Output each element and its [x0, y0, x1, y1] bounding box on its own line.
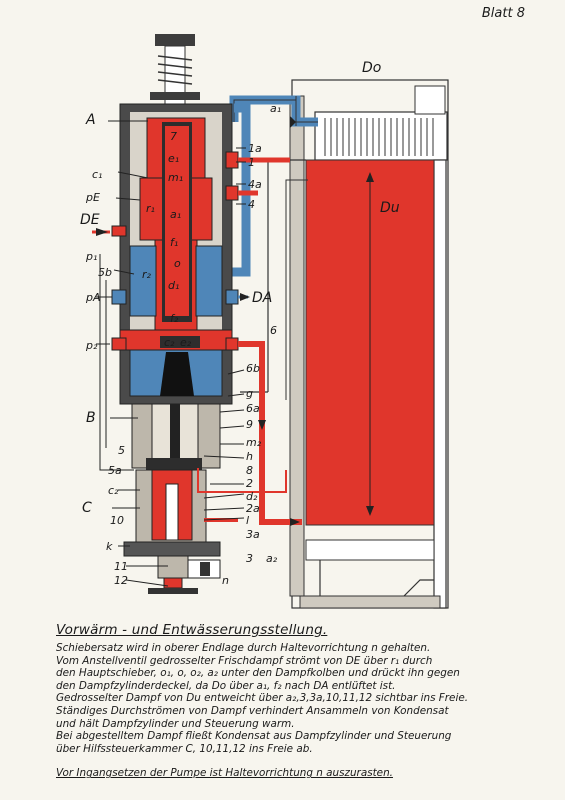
label-f1: f₁: [170, 236, 178, 249]
label-h: h: [246, 450, 253, 463]
pump-control-diagram: A c₁ pE DE p₁ 5b pA p₂ B 5 5a c₂ C 10 k …: [80, 34, 449, 609]
label-C: C: [82, 500, 92, 516]
label-Du: Du: [380, 200, 400, 216]
label-d1: d₁: [168, 279, 179, 292]
label-DA: DA: [252, 290, 272, 306]
diagram-labels: A c₁ pE DE p₁ 5b pA p₂ B 5 5a c₂ C 10 k …: [80, 60, 400, 587]
label-p2: p₂: [85, 339, 98, 352]
label-e1: e₁: [168, 152, 179, 165]
label-f2: f₂: [170, 312, 179, 325]
label-6: 6: [270, 324, 277, 337]
valve-body: [111, 34, 239, 594]
label-pE: pE: [85, 191, 100, 204]
flow-arrows: [96, 116, 300, 526]
steam-lines: [92, 157, 302, 525]
label-m2: m₂: [246, 436, 262, 449]
caption: Vorwärm - und Entwässerungsstellung. Sch…: [56, 622, 526, 780]
exhaust-channels: [222, 95, 318, 400]
label-11: 11: [114, 560, 128, 573]
label-5: 5: [118, 444, 125, 457]
label-2a: 2a: [246, 502, 260, 515]
label-6a: 6a: [246, 402, 260, 415]
caption-line: und hält Dampfzylinder und Steuerung war…: [56, 717, 295, 730]
label-9: 9: [246, 418, 253, 431]
label-r1: r₁: [146, 202, 155, 215]
caption-title: Vorwärm - und Entwässerungsstellung.: [56, 622, 328, 638]
label-B: B: [86, 410, 96, 426]
label-p1: p₁: [85, 250, 97, 263]
label-4: 4: [248, 198, 255, 211]
label-4a: 4a: [248, 178, 262, 191]
label-3: 3: [246, 552, 253, 565]
label-a2: a₂: [266, 552, 278, 565]
label-5a: 5a: [108, 464, 122, 477]
caption-note: Vor Ingangsetzen der Pumpe ist Haltevorr…: [56, 767, 393, 780]
label-10: 10: [110, 514, 124, 527]
label-6b: 6b: [246, 362, 260, 375]
label-c2: c₂: [108, 484, 119, 497]
label-1a: 1a: [248, 142, 262, 155]
label-d2: d₂: [246, 490, 258, 503]
label-5b: 5b: [98, 266, 112, 279]
caption-line: Schiebersatz wird in oberer Endlage durc…: [56, 642, 431, 654]
steam-cylinder: [289, 79, 449, 609]
label-k: k: [106, 540, 113, 553]
caption-line: den Dampfzylinderdeckel, da Do über a₁, …: [56, 679, 396, 692]
label-7: 7: [170, 130, 177, 143]
label-3a: 3a: [246, 528, 260, 541]
label-Do: Do: [362, 60, 381, 76]
label-a1: a₁: [170, 208, 181, 221]
label-g: g: [246, 387, 253, 400]
caption-line: Bei abgestelltem Dampf fließt Kondensat …: [56, 730, 452, 743]
caption-line: Ständiges Durchströmen von Dampf verhind…: [56, 704, 449, 717]
label-12: 12: [114, 574, 128, 587]
label-pA: pA: [85, 291, 101, 304]
label-c2-inner: c₂: [164, 336, 175, 349]
sheet-number: Blatt 8: [481, 6, 525, 21]
label-1: 1: [248, 156, 255, 169]
label-m1: m₁: [168, 171, 183, 184]
label-A: A: [85, 112, 96, 128]
label-l: l: [246, 514, 249, 527]
label-o: o: [174, 257, 181, 270]
label-r2: r₂: [142, 268, 152, 281]
label-e2: e₂: [180, 336, 192, 349]
label-2: 2: [246, 477, 253, 490]
label-DE: DE: [80, 212, 100, 228]
caption-line: über Hilfssteuerkammer C, 10,11,12 ins F…: [56, 742, 313, 755]
caption-line: Gedrosselter Dampf von Du entweicht über…: [56, 692, 469, 705]
label-c1: c₁: [92, 168, 102, 181]
label-8: 8: [246, 464, 253, 477]
caption-line: Vom Anstellventil gedrosselter Frischdam…: [56, 654, 433, 667]
caption-line: den Hauptschieber, o₁, o, o₂, a₂ unter d…: [56, 667, 460, 680]
connection-lines: [96, 120, 246, 587]
label-a1-pipe: a₁: [270, 102, 281, 115]
label-n: n: [222, 574, 229, 587]
